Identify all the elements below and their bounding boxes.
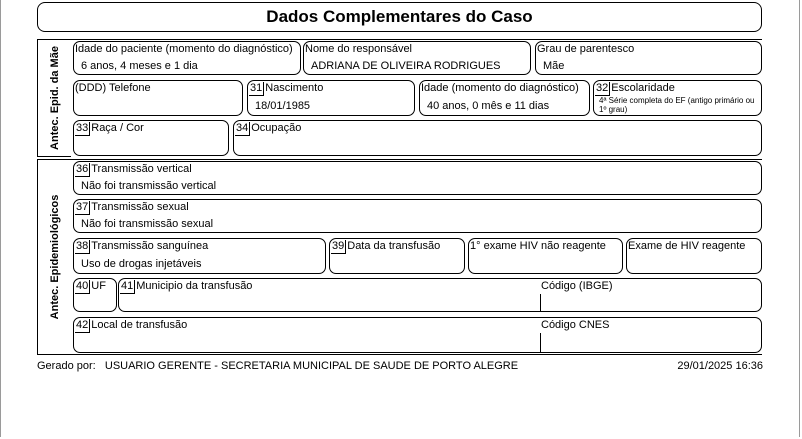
- field-number: 42: [75, 319, 91, 333]
- field-number: 40: [75, 280, 91, 294]
- field-number: 32: [595, 82, 611, 96]
- field-label: Grau de parentesco: [537, 43, 635, 55]
- page-title: Dados Complementares do Caso: [37, 2, 762, 32]
- field-number: 41: [120, 280, 136, 294]
- field-label-text: Transmissão sanguínea: [91, 240, 209, 252]
- footer-datetime: 29/01/2025 16:36: [677, 360, 763, 372]
- footer-generated-by: Gerado por: USUARIO GERENTE - SECRETARIA…: [37, 360, 518, 372]
- section-epid-top-line: [37, 159, 762, 160]
- field-grau-parentesco: Grau de parentesco Mãe: [535, 41, 762, 75]
- field-number: 39: [331, 240, 347, 254]
- field-number: 31: [249, 82, 265, 96]
- field-value: 18/01/1985: [255, 100, 311, 112]
- field-value: Mãe: [543, 60, 565, 72]
- field-value: 40 anos, 0 mês e 11 dias: [427, 100, 550, 112]
- field-number: 34: [235, 122, 251, 136]
- section-epid-label-col: Antec. Epidemiológicos: [37, 159, 71, 355]
- section-mae-label-col: Antec. Epid. da Mãe: [37, 39, 71, 157]
- field-label-text: Raça / Cor: [91, 122, 144, 134]
- field-label-text: UF: [91, 280, 106, 292]
- section-mae-label: Antec. Epid. da Mãe: [48, 46, 61, 150]
- field-value: ADRIANA DE OLIVEIRA RODRIGUES: [311, 60, 501, 72]
- field-label: Idade do paciente (momento do diagnóstic…: [75, 43, 293, 55]
- section-mae-top-line: [37, 39, 762, 40]
- field-label: Nome do responsável: [305, 43, 413, 55]
- field-exame-nao-reagente: 1° exame HIV não reagente: [468, 238, 623, 274]
- field-label: Idade (momento do diagnóstico): [421, 82, 579, 94]
- field-number: 33: [75, 122, 91, 136]
- field-sublabel: Código CNES: [541, 319, 610, 331]
- field-label-text: Local de transfusão: [91, 319, 188, 331]
- field-exame-reagente: Exame de HIV reagente: [626, 238, 762, 274]
- section-epid-label: Antec. Epidemiológicos: [48, 194, 61, 320]
- field-label-text: Ocupação: [251, 122, 302, 134]
- field-label-text: Municipio da transfusão: [136, 280, 253, 292]
- field-sublabel: Código (IBGE): [541, 280, 613, 292]
- field-number: 36: [75, 163, 91, 177]
- field-divider: [540, 333, 541, 352]
- field-value: Uso de drogas injetáveis: [81, 258, 202, 270]
- field-value: 4ª Série completa do EF (antigo primário…: [599, 96, 755, 114]
- field-telefone: (DDD) Telefone: [73, 80, 243, 116]
- field-label: 1° exame HIV não reagente: [470, 240, 606, 252]
- field-label: Exame de HIV reagente: [628, 240, 746, 252]
- field-label-text: Nascimento: [265, 82, 324, 94]
- field-label: (DDD) Telefone: [75, 82, 151, 94]
- field-idade-mae: Idade (momento do diagnóstico) 40 anos, …: [419, 80, 590, 116]
- footer-generated-label: Gerado por:: [37, 360, 96, 372]
- field-value: Não foi transmissão sexual: [81, 218, 214, 230]
- field-number: 38: [75, 240, 91, 254]
- field-nome-responsavel: Nome do responsável ADRIANA DE OLIVEIRA …: [303, 41, 531, 75]
- field-label-text: Transmissão sexual: [91, 201, 189, 213]
- field-number: 37: [75, 201, 91, 215]
- footer-generated-value: USUARIO GERENTE - SECRETARIA MUNICIPAL D…: [104, 360, 519, 372]
- field-idade-paciente: Idade do paciente (momento do diagnóstic…: [73, 41, 301, 75]
- field-label-text: Escolaridade: [611, 82, 675, 94]
- field-label-text: Transmissão vertical: [91, 163, 192, 175]
- field-divider: [540, 294, 541, 311]
- field-value: 6 anos, 4 meses e 1 dia: [81, 60, 198, 72]
- field-label-text: Data da transfusão: [347, 240, 441, 252]
- page-title-text: Dados Complementares do Caso: [266, 7, 533, 26]
- field-value: Não foi transmissão vertical: [81, 180, 217, 192]
- section-epid-bottom-line: [37, 354, 762, 355]
